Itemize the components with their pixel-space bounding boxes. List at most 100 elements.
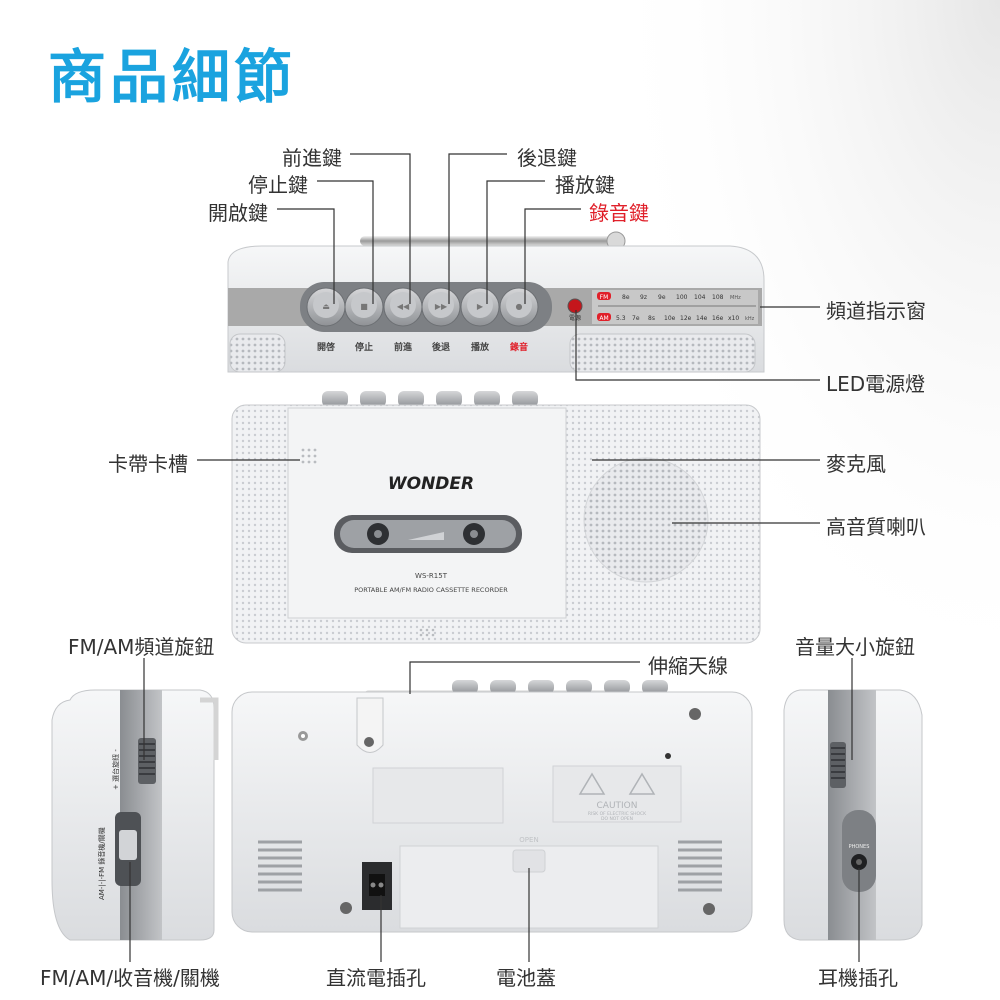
back-view: CAUTION RISK OF ELECTRIC SHOCK DO NOT OP… xyxy=(231,680,753,933)
button-symbol: ⏏ xyxy=(322,302,330,311)
led-light xyxy=(567,298,583,314)
control-buttons: ⏏■◀◀▶▶▶● xyxy=(306,287,539,327)
model-description: PORTABLE AM/FM RADIO CASSETTE RECORDER xyxy=(354,586,508,594)
caution-label: CAUTION xyxy=(597,801,638,811)
svg-text:FM: FM xyxy=(600,294,609,301)
svg-text:PHONES: PHONES xyxy=(849,844,870,850)
fm-scale-mark: 9e xyxy=(658,294,666,301)
fm-scale-mark: 104 xyxy=(694,294,706,301)
top-grille-right xyxy=(569,333,756,373)
back-recess xyxy=(372,767,504,824)
back-key-top xyxy=(642,680,668,694)
left-switch-text: AM-|-|-FM 錄音機/關機 xyxy=(97,827,106,900)
front-key-top xyxy=(512,391,538,407)
am-scale-mark: 8s xyxy=(648,315,655,322)
label-dc-jack: 直流電插孔 xyxy=(326,966,426,990)
front-key-top xyxy=(474,391,500,407)
button-symbol: ▶▶ xyxy=(435,302,448,311)
fm-scale-mark: 100 xyxy=(676,294,688,301)
button-caption: 後退 xyxy=(432,341,450,353)
control-button-face xyxy=(351,292,377,318)
tuning-wheel xyxy=(138,738,156,784)
front-key-top xyxy=(436,391,462,407)
button-caption: 停止 xyxy=(355,341,373,353)
button-symbol: ◀◀ xyxy=(397,302,410,311)
front-view: WONDER WS-R15T PORTABLE AM/FM RADIO CASS… xyxy=(231,391,761,644)
back-key-top xyxy=(604,680,630,694)
button-caption: 開啓 xyxy=(317,341,336,353)
button-symbol: ■ xyxy=(360,302,368,311)
back-key-top xyxy=(566,680,592,694)
speaker-cone xyxy=(583,457,709,583)
am-scale-mark: 12e xyxy=(680,315,692,322)
fm-unit: MHz xyxy=(730,295,741,301)
earphone-port-area xyxy=(842,810,876,892)
front-key-top xyxy=(322,391,348,407)
label-battery-cover: 電池蓋 xyxy=(496,966,556,990)
label-play-key: 播放鍵 xyxy=(555,173,615,197)
fm-scale-mark: 9z xyxy=(640,294,647,301)
leader-lines xyxy=(129,153,860,962)
right-side-view: PHONES xyxy=(783,689,923,941)
page-title: 商品細節 xyxy=(48,43,297,111)
back-key-top xyxy=(528,680,554,694)
button-caption: 前進 xyxy=(394,341,413,353)
svg-text:AM: AM xyxy=(599,315,608,322)
am-scale-mark: 10e xyxy=(664,315,676,322)
am-scale-mark: x10 xyxy=(728,315,739,322)
label-stop-key: 停止鍵 xyxy=(248,173,308,197)
caution-panel xyxy=(552,765,682,823)
label-rewind-key: 後退鍵 xyxy=(517,146,577,170)
am-scale-mark: 7e xyxy=(632,315,640,322)
back-key-top xyxy=(490,680,516,694)
top-grille-left xyxy=(229,333,286,373)
microphone-holes xyxy=(301,448,317,464)
label-led: LED電源燈 xyxy=(826,372,926,396)
back-grille-left xyxy=(258,840,302,892)
model-number: WS-R15T xyxy=(415,572,448,580)
label-channel-window: 頻道指示窗 xyxy=(826,299,926,323)
am-scale-mark: 5.3 xyxy=(616,315,626,322)
label-record-key: 錄音鍵 xyxy=(589,201,649,225)
label-microphone: 麥克風 xyxy=(826,452,886,476)
button-caption: 播放 xyxy=(471,341,490,353)
am-scale: 5.3 7e 8s 10e 12e 14e 16e x10 xyxy=(616,315,739,322)
label-earphone-jack: 耳機插孔 xyxy=(818,966,898,990)
brand-logo: WONDER xyxy=(388,474,474,494)
label-speaker: 高音質喇叭 xyxy=(826,515,926,539)
am-scale-mark: 14e xyxy=(696,315,708,322)
front-key-top xyxy=(360,391,386,407)
am-scale-mark: 16e xyxy=(712,315,724,322)
back-key-top xyxy=(452,680,478,694)
led-caption: 電源 xyxy=(569,314,581,322)
label-volume-knob: 音量大小旋鈕 xyxy=(795,635,915,659)
label-tuning-knob: FM/AM頻道旋鈕 xyxy=(68,635,215,659)
front-key-top xyxy=(398,391,424,407)
fm-scale-mark: 8e xyxy=(622,294,630,301)
front-key-tops xyxy=(322,391,538,407)
open-mark: OPEN xyxy=(519,836,538,844)
fm-scale-mark: 108 xyxy=(712,294,724,301)
fm-band-badge xyxy=(597,292,611,300)
button-symbol: ● xyxy=(516,302,523,311)
label-cassette-slot: 卡帶卡槽 xyxy=(108,452,188,476)
button-caption: 錄音 xyxy=(510,341,528,353)
back-grille-right xyxy=(678,840,722,892)
label-mode-switch: FM/AM/收音機/關機 xyxy=(40,966,220,990)
left-side-view: AM-|-|-FM 錄音機/關機 + 選台旋鈕 - xyxy=(51,689,219,941)
label-forward-key: 前進鍵 xyxy=(282,146,342,170)
button-symbol: ▶ xyxy=(477,302,484,311)
button-labels: 開啓 停止 前進 後退 播放 錄音 xyxy=(317,341,528,353)
antenna-top xyxy=(360,236,620,246)
left-tuning-text: + 選台旋鈕 - xyxy=(111,749,120,790)
cassette-door xyxy=(287,407,567,619)
svg-text:DO NOT OPEN: DO NOT OPEN xyxy=(601,816,633,822)
label-antenna: 伸縮天線 xyxy=(648,654,728,678)
volume-wheel xyxy=(830,742,846,788)
am-band-badge xyxy=(597,313,611,321)
back-key-tops xyxy=(452,680,668,694)
control-button-face xyxy=(428,292,454,318)
fm-scale: 8e 9z 9e 100 104 108 xyxy=(622,294,724,301)
